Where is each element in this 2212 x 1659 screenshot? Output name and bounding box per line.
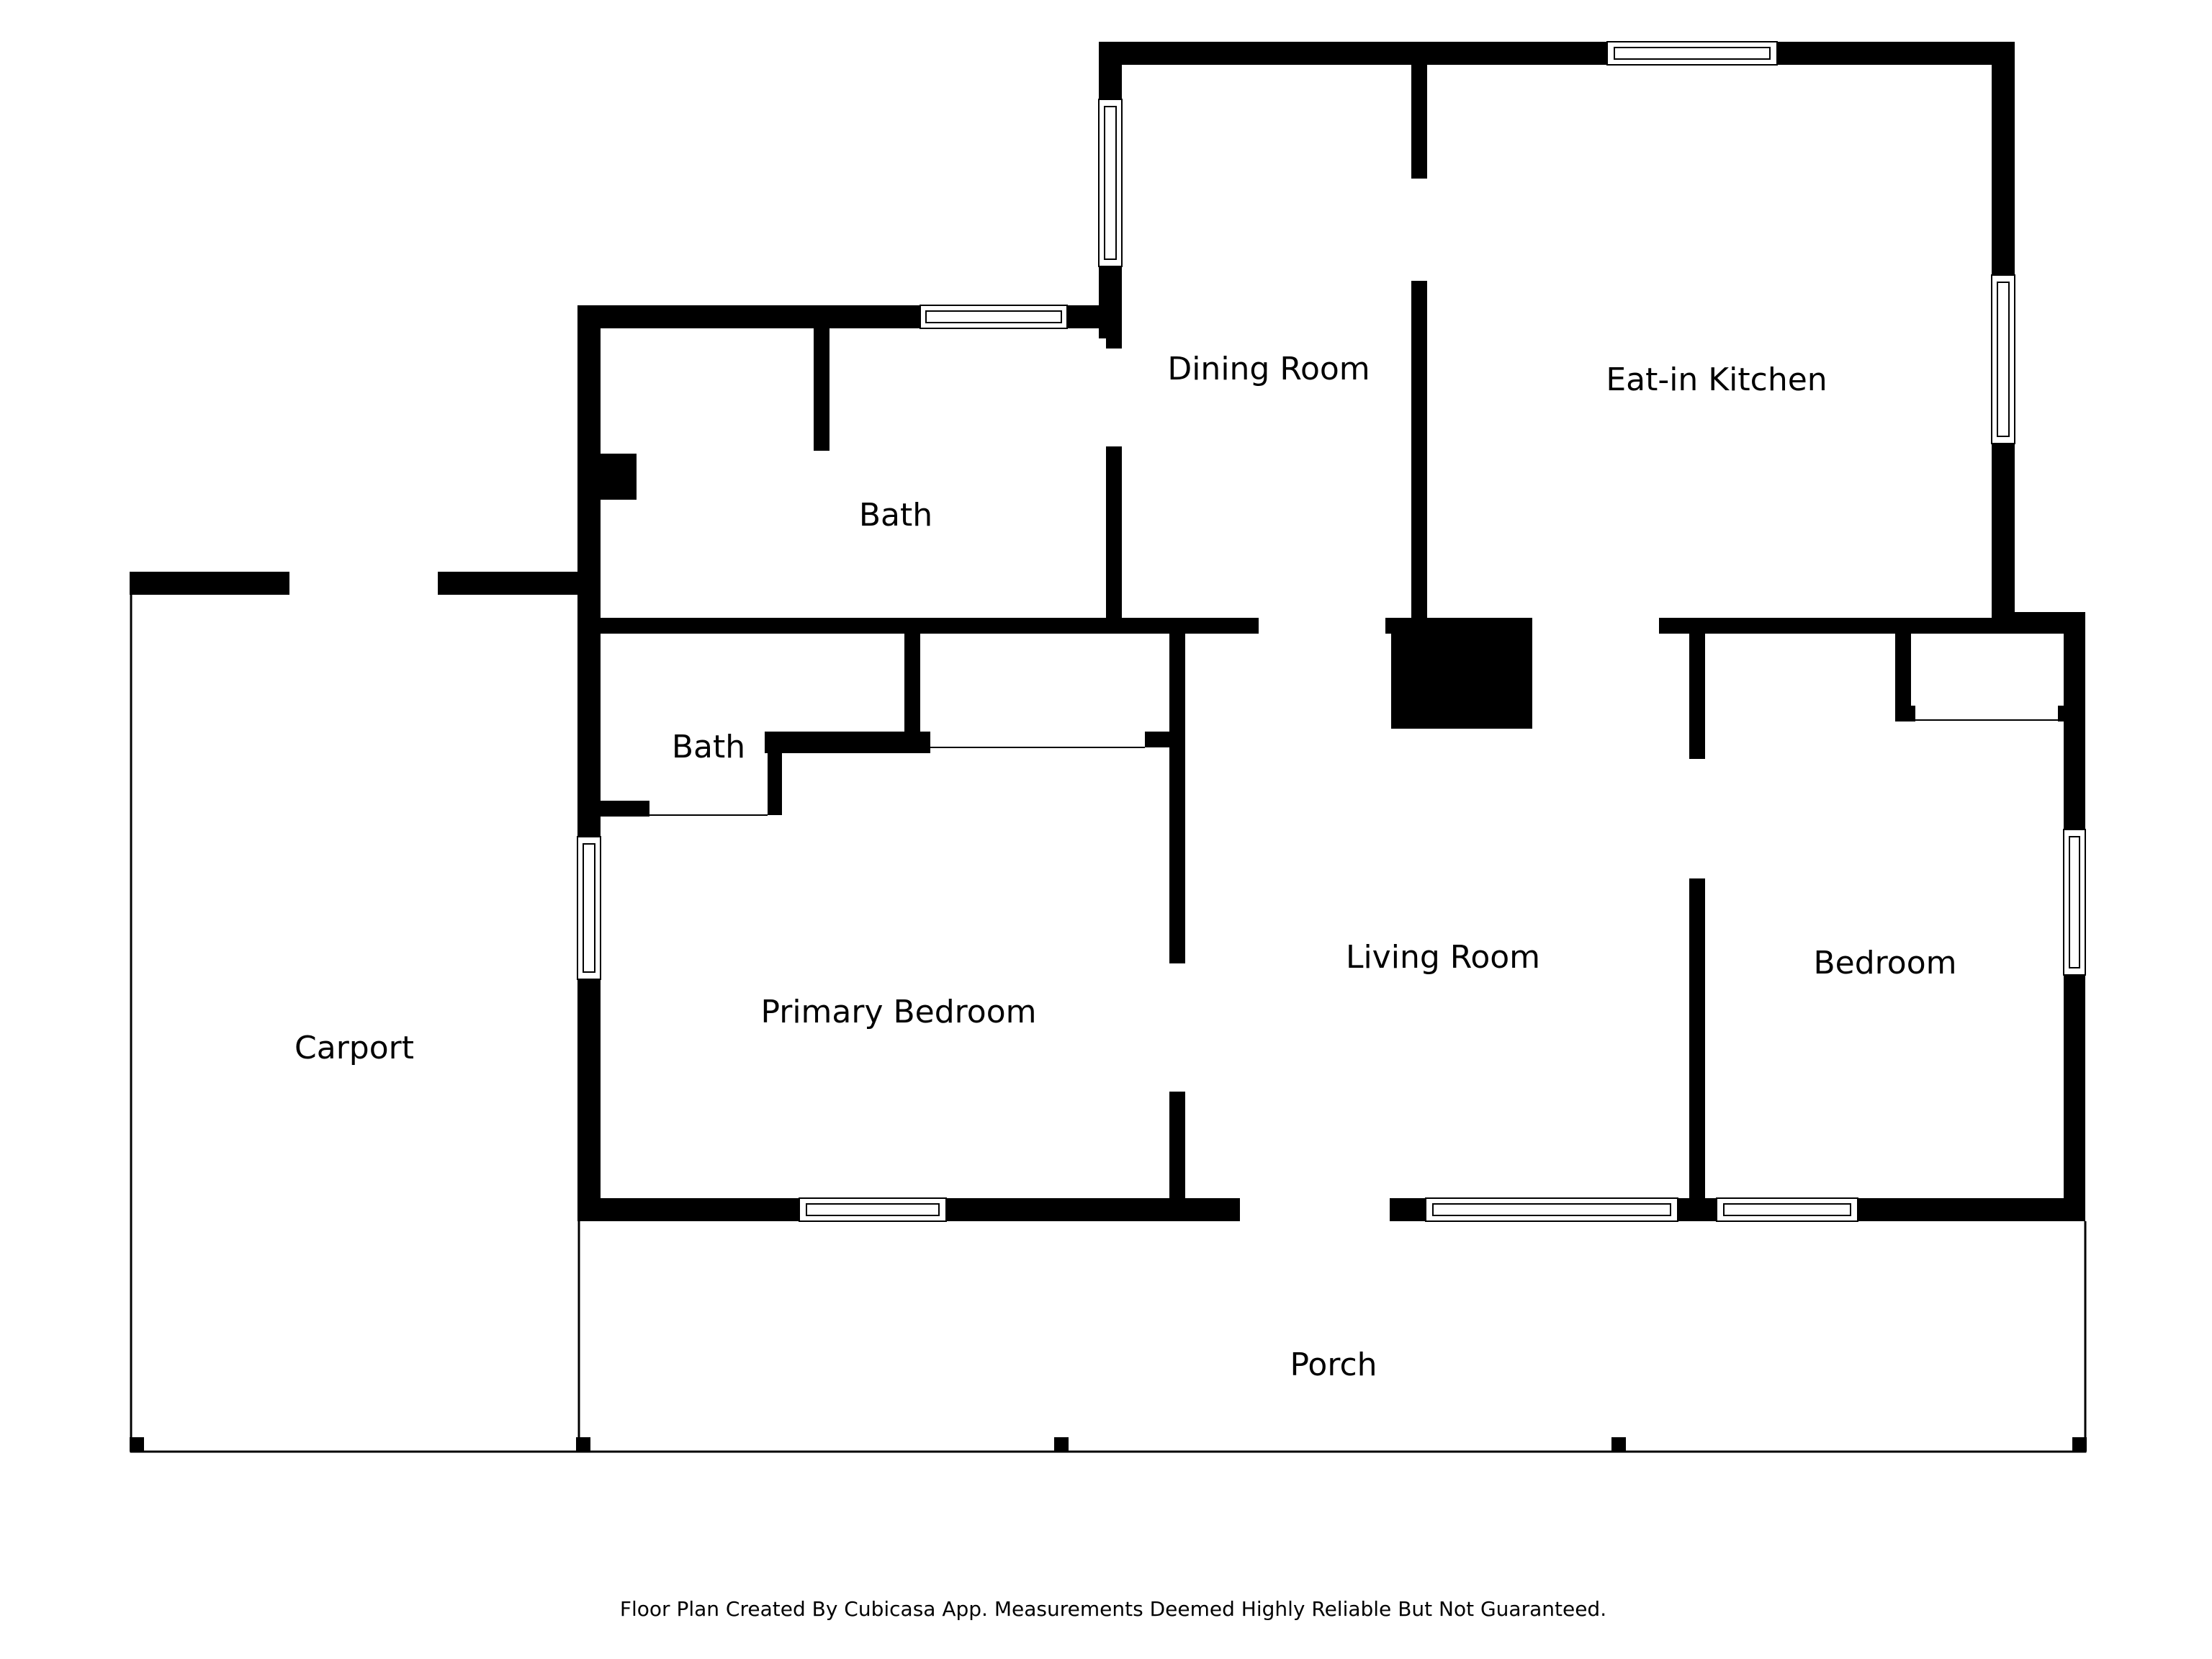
window — [1425, 1197, 1678, 1222]
post — [130, 1437, 144, 1452]
window — [1606, 41, 1778, 66]
door-openings — [649, 719, 2058, 816]
closet-wall — [2058, 706, 2068, 721]
south-wall — [577, 1198, 799, 1221]
carport-outline — [130, 595, 580, 1453]
dining-west-wall — [1099, 266, 1122, 338]
west-wall — [577, 979, 601, 1220]
carport-top-wall — [438, 572, 579, 595]
post — [2072, 1437, 2087, 1452]
window — [1716, 1197, 1858, 1222]
dining-kitchen-wall — [1411, 65, 1427, 179]
bedroom-east-wall — [2064, 975, 2085, 1221]
north-wall — [1777, 42, 2015, 65]
upper-bath-top-wall — [577, 305, 920, 328]
upper-bath-label: Bath — [859, 497, 932, 534]
north-wall — [1099, 42, 1607, 65]
south-wall — [1678, 1198, 1717, 1221]
post — [1611, 1437, 1626, 1452]
living-room-label: Living Room — [1346, 939, 1540, 976]
porch-label: Porch — [1290, 1346, 1377, 1383]
eat-in-kitchen-label: Eat-in Kitchen — [1606, 361, 1827, 398]
fixture-block — [601, 454, 637, 500]
dining-room-label: Dining Room — [1167, 351, 1370, 387]
kitchen-east-wall — [1992, 444, 2015, 628]
bedroom-label: Bedroom — [1813, 945, 1956, 981]
footer-disclaimer: Floor Plan Created By Cubicasa App. Meas… — [620, 1597, 1606, 1621]
primary-bedroom-label: Primary Bedroom — [760, 994, 1036, 1030]
post — [1054, 1437, 1069, 1452]
porch-outline — [577, 1221, 2087, 1453]
lower-bath-wall — [601, 801, 649, 817]
west-wall — [577, 305, 601, 837]
south-wall — [946, 1198, 1240, 1221]
window — [920, 305, 1068, 329]
window — [1991, 274, 2015, 444]
lower-bath-label: Bath — [672, 729, 745, 765]
primary-living-wall — [1169, 1092, 1185, 1210]
closet-wall — [1895, 634, 1911, 720]
window — [799, 1197, 947, 1222]
walls — [130, 42, 2087, 1452]
carport-top-wall — [130, 572, 289, 595]
dining-kitchen-wall — [1411, 281, 1427, 628]
lower-bath-partition — [904, 634, 920, 733]
living-bedroom-wall — [1689, 878, 1705, 1221]
post — [576, 1437, 590, 1452]
windows — [577, 41, 2086, 1222]
bath-dining-wall — [1106, 446, 1122, 628]
kitchen-east-wall — [1992, 42, 2015, 275]
window — [1098, 99, 1123, 267]
closet-wall — [1895, 706, 1915, 721]
closet-wall — [1145, 732, 1177, 747]
south-wall — [1390, 1198, 1426, 1221]
living-bedroom-wall — [1689, 634, 1705, 759]
window — [2063, 829, 2086, 976]
south-wall — [1858, 1198, 2085, 1221]
primary-living-wall — [1169, 634, 1185, 963]
partition-wall — [814, 328, 830, 451]
fireplace-block — [1391, 618, 1532, 729]
carport-label: Carport — [295, 1030, 414, 1066]
middle-wall — [601, 618, 1259, 634]
lower-bath-wall — [768, 732, 782, 815]
middle-wall — [1659, 618, 2085, 634]
open-structure-outlines — [130, 595, 2087, 1453]
lower-bath-wall — [765, 732, 930, 753]
window — [577, 836, 601, 980]
